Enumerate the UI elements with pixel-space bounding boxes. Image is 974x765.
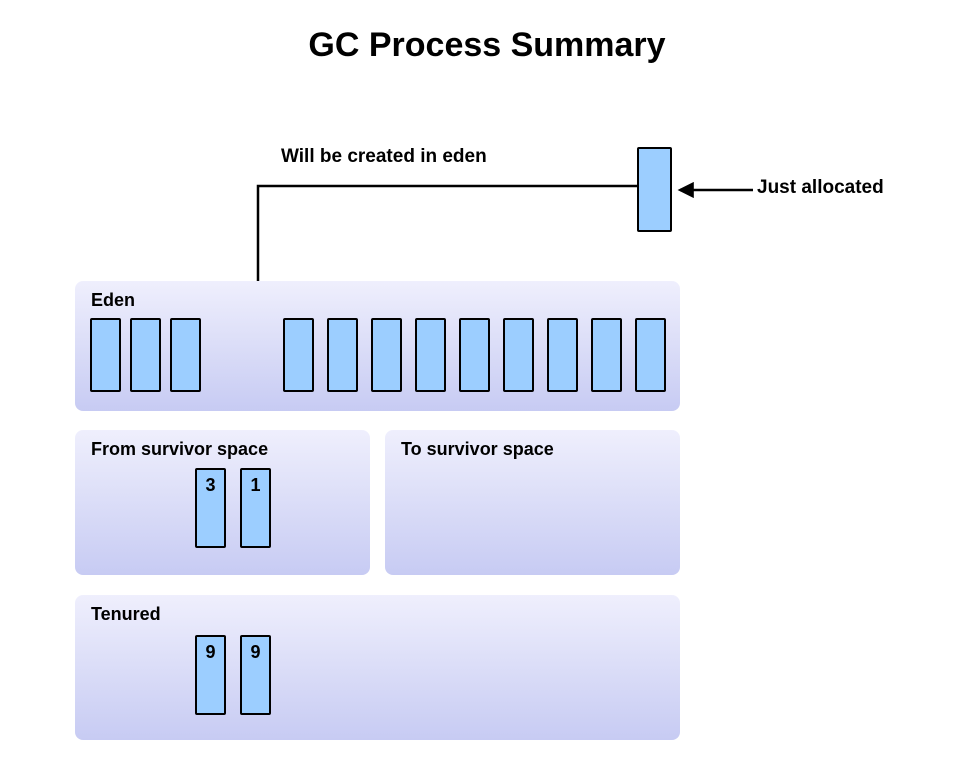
- memory-block: [170, 318, 201, 392]
- memory-block: [371, 318, 402, 392]
- page-title: GC Process Summary: [308, 26, 666, 64]
- memory-block: [415, 318, 446, 392]
- memory-block: [635, 318, 666, 392]
- memory-block: 1: [240, 468, 271, 548]
- tenured-label: Tenured: [91, 604, 161, 624]
- eden-left-block-group: [90, 318, 201, 392]
- memory-block: [503, 318, 534, 392]
- just-allocated-label: Just allocated: [757, 177, 884, 198]
- eden-right-block-group: [283, 318, 666, 392]
- memory-block: [459, 318, 490, 392]
- just-allocated-block: [637, 147, 672, 232]
- memory-block: 3: [195, 468, 226, 548]
- created-in-eden-label: Will be created in eden: [281, 146, 487, 167]
- memory-block: 9: [195, 635, 226, 715]
- from-survivor-label: From survivor space: [91, 439, 269, 459]
- eden-blocks-row: [90, 318, 666, 392]
- eden-region: Eden: [75, 281, 680, 411]
- memory-block: [327, 318, 358, 392]
- memory-block: [547, 318, 578, 392]
- to-survivor-region: To survivor space: [385, 430, 680, 575]
- memory-block: [130, 318, 161, 392]
- eden-region-label: Eden: [91, 290, 136, 310]
- to-survivor-label: To survivor space: [401, 439, 554, 459]
- memory-block: [90, 318, 121, 392]
- memory-block: [591, 318, 622, 392]
- memory-block: [283, 318, 314, 392]
- memory-block: 9: [240, 635, 271, 715]
